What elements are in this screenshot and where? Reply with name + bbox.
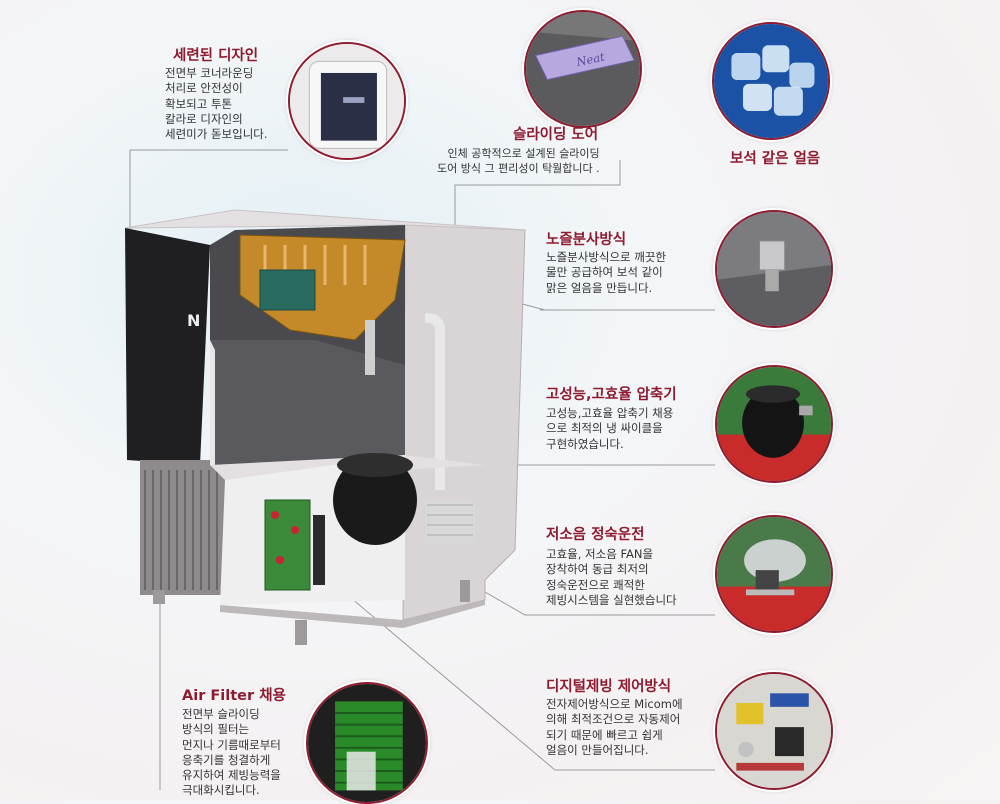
compressor-description: 고성능,고효율 압축기 채용 으로 최적의 냉 싸이클을 구현하였습니다. [546,406,674,451]
sliding-door-description: 인체 공학적으로 설계된 슬라이딩 도어 방식 그 편리성이 탁월합니다 . [437,147,600,176]
control-board-photo [715,672,833,790]
fan-motor-photo [715,515,833,633]
spray-title: 노즐분사방식 [546,232,627,248]
digital-control-description: 전자제어방식으로 Micom에 의해 최적조건으로 자동제어 되기 때문에 빠르… [546,697,683,757]
air-filter-description: 전면부 슬라이딩 방식의 필터는 먼지나 기름때로부터 응축기를 청결하게 유지… [182,707,281,798]
low-noise-description: 고효율, 저소음 FAN을 장착하여 동급 최저의 정숙운전으로 쾌적한 제빙시… [546,547,677,607]
neat-badge-text: Neat [574,49,606,69]
sliding-door-photo: Neat [524,10,642,128]
compressor-photo [715,365,833,483]
ice-machine-cutaway: N [124,209,526,645]
gem-ice-photo [712,22,830,140]
air-filter-photo [306,682,428,804]
compressor-title: 고성능,고효율 압축기 [546,387,677,403]
connector-sliding-door [454,160,621,225]
connector-design [129,149,288,230]
front-logo-letter: N [187,311,200,330]
spray-nozzle-photo [715,210,833,328]
front-panel-black [125,228,210,465]
digital-control-title: 디지털제빙 제어방식 [546,679,672,695]
air-filter-title: Air Filter 채용 [182,688,286,704]
connector-digital [299,554,715,771]
spray-description: 노즐분사방식으로 깨끗한 물만 공급하여 보석 같이 맑은 얼음을 만듭니다. [546,250,667,295]
design-photo [288,42,406,160]
low-noise-title: 저소음 정숙운전 [546,527,645,543]
sliding-door-title: 슬라이딩 도어 [513,127,599,143]
design-title: 세련된 디자인 [173,48,259,64]
gem-ice-title: 보석 같은 얼음 [730,151,821,167]
design-description: 전면부 코너라운딩 처리로 안전성이 확보되고 투톤 칼라로 디자인의 세련미가… [165,66,268,142]
